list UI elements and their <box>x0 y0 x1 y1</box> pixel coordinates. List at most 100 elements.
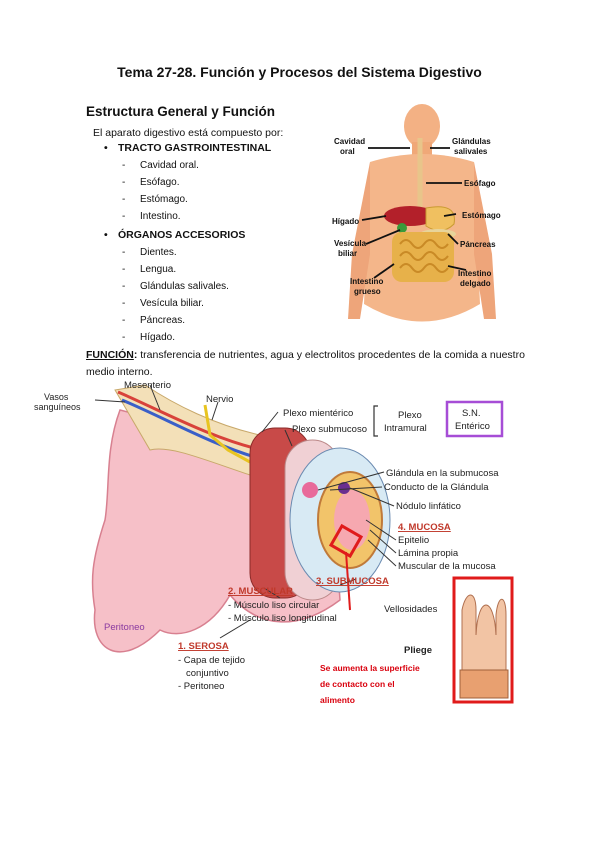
label-esofago: Esófago <box>464 179 496 188</box>
dash: - <box>122 160 126 171</box>
label-plexo-submucoso: Plexo submucoso <box>292 424 367 435</box>
note-line-2: de contacto con el <box>320 679 395 689</box>
section-heading: Estructura General y Función <box>86 104 276 119</box>
nerve-yellow <box>203 404 251 464</box>
note-line-3: alimento <box>320 695 355 705</box>
label-glandulas: Glándulas <box>452 137 491 146</box>
dash: - <box>122 194 126 205</box>
label-plexo-mienterico: Plexo mientérico <box>283 408 353 419</box>
dash: - <box>122 281 126 292</box>
lymph-node <box>338 482 350 494</box>
list-item-text: Esófago. <box>140 177 180 188</box>
label-vellosidades: Vellosidades <box>384 604 438 615</box>
plexus-brace <box>373 405 378 437</box>
label-sn: S.N. <box>462 408 480 419</box>
label-cavidad-2: oral <box>340 147 355 156</box>
label-int-grueso-2: grueso <box>354 287 381 296</box>
label-mesenterio: Mesenterio <box>124 380 171 391</box>
bullet-dot: • <box>104 142 108 154</box>
label-vasos-2: sanguíneos <box>34 402 81 412</box>
label-higado: Hígado <box>332 217 359 226</box>
list-item: - Cavidad oral. <box>122 160 199 171</box>
label-vasos: Vasos <box>44 392 69 402</box>
gland-submucosa <box>302 482 318 498</box>
dash: - <box>122 332 126 343</box>
label-peritoneo-item: - Peritoneo <box>178 681 224 692</box>
stomach-shape <box>425 206 455 231</box>
label-vesicula: Vesícula <box>334 239 367 248</box>
intro-text: El aparato digestivo está compuesto por: <box>93 127 284 139</box>
bullet-organos: • ÓRGANOS ACCESORIOS <box>104 229 245 241</box>
label-pancreas: Páncreas <box>460 240 496 249</box>
label-muscular: 2. MUSCULAR <box>228 586 293 597</box>
highlight-line <box>345 551 351 611</box>
function-text: transferencia de nutrientes, agua y elec… <box>86 349 525 378</box>
list-item: - Intestino. <box>122 211 181 222</box>
label-int-delgado: Intestino <box>458 269 491 278</box>
list-item-text: Glándulas salivales. <box>140 281 229 292</box>
list-item: - Dientes. <box>122 247 177 258</box>
vessel-red <box>117 390 263 452</box>
list-item: - Glándulas salivales. <box>122 281 229 292</box>
page-title: Tema 27-28. Función y Procesos del Siste… <box>117 64 482 80</box>
small-intestine-shape <box>399 239 449 273</box>
list-item: -Lengua. <box>122 264 176 275</box>
bullet-dot: • <box>104 229 108 241</box>
label-capa-2: conjuntivo <box>186 668 229 679</box>
function-paragraph: FUNCIÓN: transferencia de nutrientes, ag… <box>86 347 526 381</box>
label-conducto: Conducto de la Glándula <box>384 482 489 493</box>
dash: - <box>122 315 126 326</box>
dash: - <box>122 177 126 188</box>
list-item-text: Lengua. <box>140 264 177 275</box>
list-item: - Estómago. <box>122 194 188 205</box>
label-cavidad: Cavidad <box>334 137 365 146</box>
dash: - <box>122 211 126 222</box>
label-plexo-intramural: Plexo <box>398 410 422 421</box>
label-musc-longitudinal: - Músculo liso longitudinal <box>228 613 337 624</box>
note-line-1: Se aumenta la superficie <box>320 663 420 673</box>
digestive-system-figure: Cavidad oral Glándulas salivales Esófago… <box>332 104 501 322</box>
list-item-text: Intestino. <box>140 211 181 222</box>
function-label: FUNCIÓN <box>86 349 134 361</box>
label-pliege: Pliege <box>404 645 432 656</box>
pointer-lines <box>361 147 467 279</box>
villi-base-layers <box>459 669 509 699</box>
list-item-text: Estómago. <box>140 194 188 205</box>
bullet-label: TRACTO GASTROINTESTINAL <box>118 142 272 154</box>
label-submucosa: 3. SUBMUCOSA <box>316 576 389 587</box>
list-item-text: Cavidad oral. <box>140 160 199 171</box>
list-item-text: Hígado. <box>140 332 176 343</box>
gi-wall-figure: Mesenterio Vasos sanguíneos Nervio Plexo… <box>34 380 514 705</box>
bullet-tracto: • TRACTO GASTROINTESTINAL <box>104 142 271 154</box>
label-capa: - Capa de tejido <box>178 655 245 666</box>
label-int-delgado-2: delgado <box>460 279 491 288</box>
function-colon: : <box>133 349 138 361</box>
label-plexo-intramural-2: Intramural <box>384 423 427 434</box>
villi-shape <box>461 594 507 671</box>
label-serosa: 1. SEROSA <box>178 641 229 652</box>
label-nervio: Nervio <box>206 394 233 405</box>
label-lamina: Lámina propia <box>398 548 459 559</box>
dash: - <box>122 298 126 309</box>
label-musc-circular: - Músculo liso circular <box>228 600 319 611</box>
list-item: -Vesícula biliar. <box>122 298 204 309</box>
label-glandulas-2: salivales <box>454 147 488 156</box>
list-item-text: Páncreas. <box>140 315 186 326</box>
label-mucosa: 4. MUCOSA <box>398 522 451 533</box>
highlight-square <box>328 523 364 559</box>
list-item: - Hígado. <box>122 332 175 343</box>
label-glandula-submucosa: Glándula en la submucosa <box>386 468 499 479</box>
bullet-label: ÓRGANOS ACCESORIOS <box>118 229 246 241</box>
label-muscular-mucosa: Muscular de la mucosa <box>398 561 496 572</box>
dash: - <box>122 247 126 258</box>
list-item: - Páncreas. <box>122 315 185 326</box>
label-estomago: Estómago <box>462 211 501 220</box>
label-int-grueso: Intestino <box>350 277 383 286</box>
label-sn-2: Entérico <box>455 421 490 432</box>
label-vesicula-2: biliar <box>338 249 357 258</box>
label-nodulo: Nódulo linfático <box>396 501 461 512</box>
vessel-blue <box>121 398 259 460</box>
liver-shape <box>384 206 436 226</box>
list-item-text: Dientes. <box>140 247 177 258</box>
sn-enterico-box <box>445 400 504 438</box>
